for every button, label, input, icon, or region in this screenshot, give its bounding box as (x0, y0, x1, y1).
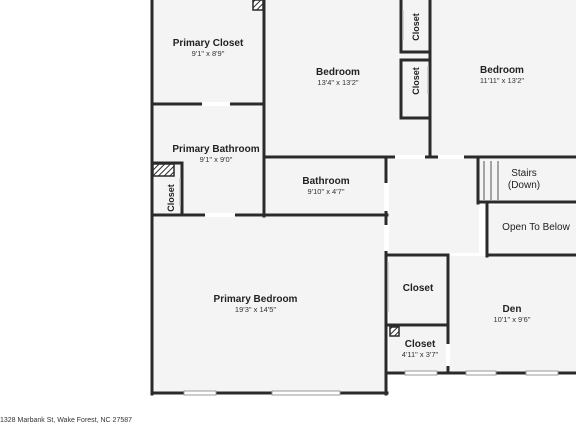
stairs-direction: (Down) (507, 179, 541, 191)
floor-bedroom-2 (430, 0, 576, 156)
label-stairs: Stairs (Down) (498, 168, 550, 191)
room-dimensions: 9'10" x 4'7" (307, 186, 345, 196)
door-bedroom-2-hall (438, 155, 464, 159)
label-closet-small: Closet 4'11" x 3'7" (389, 339, 451, 359)
door-bedroom-hall (395, 155, 425, 159)
door-primary-bedroom-hall (384, 225, 388, 251)
label-closet-bed-mid: Closet (411, 67, 421, 95)
room-dimensions: 9'1" x 9'0" (199, 154, 233, 164)
label-primary-bathroom: Primary Bathroom 9'1" x 9'0" (153, 144, 279, 164)
windows (183, 370, 559, 396)
floor-primary-closet (153, 0, 263, 103)
label-closet-bath-vertical: Closet (166, 184, 176, 212)
floor-primary-bathroom (153, 106, 263, 214)
stair-treads (483, 161, 499, 200)
room-dimensions: 11'11" x 13'2" (479, 75, 525, 85)
label-bedroom-1: Bedroom 13'4" x 13'2" (278, 67, 398, 87)
room-dimensions: 19'3" x 14'5" (234, 304, 277, 314)
label-bathroom: Bathroom 9'10" x 4'7" (266, 176, 386, 196)
label-primary-bedroom: Primary Bedroom 19'3" x 14'5" (153, 294, 358, 314)
address-footer: 1328 Marbank St, Wake Forest, NC 27587 (0, 417, 133, 424)
door-bathroom-hall (384, 183, 388, 211)
door-closet-small (446, 344, 450, 366)
floor-closet-hall (389, 256, 447, 324)
floor-primary-bedroom (153, 217, 386, 392)
door-primary-bedroom-top (205, 213, 235, 217)
floor-den (450, 256, 576, 372)
label-den: Den 10'1" x 9'6" (452, 304, 572, 324)
hatched-chases (152, 0, 400, 337)
hatch-closet-small (389, 326, 400, 337)
room-name: Open To Below (502, 222, 570, 233)
floor-hall (389, 159, 479, 253)
room-name: Bathroom (302, 176, 350, 187)
window-den-1 (465, 370, 497, 376)
window-primary-bedroom-1 (183, 390, 217, 396)
room-dimensions: 13'4" x 13'2" (317, 77, 359, 87)
room-name: Den (502, 304, 522, 315)
room-name: Stairs (511, 168, 537, 179)
label-closet-hall: Closet (389, 283, 447, 295)
hatch-primary-bathroom (152, 163, 175, 177)
room-name: Primary Closet (172, 38, 244, 49)
window-closet-small (404, 370, 438, 376)
label-primary-closet: Primary Closet 9'1" x 8'9" (153, 38, 263, 58)
room-dimensions: 9'1" x 8'9" (191, 48, 225, 58)
room-dimensions: 10'1" x 9'6" (493, 314, 531, 324)
window-primary-bedroom-2 (271, 390, 341, 396)
floor-bathroom (266, 159, 386, 214)
label-bedroom-2: Bedroom 11'11" x 13'2" (442, 65, 562, 85)
room-name: Bedroom (480, 65, 524, 76)
room-name: Primary Bathroom (172, 144, 260, 155)
room-name: Bedroom (316, 67, 360, 78)
room-name: Closet (402, 283, 434, 294)
room-name: Primary Bedroom (213, 294, 298, 305)
label-closet-bed-top: Closet (411, 13, 421, 41)
window-den-2 (525, 370, 559, 376)
door-tracks (179, 10, 429, 312)
door-openings (202, 102, 464, 366)
room-dimensions: 4'11" x 3'7" (401, 349, 439, 359)
room-name: Closet (404, 339, 436, 350)
floor-stairs (479, 159, 576, 202)
floor-open-to-below (489, 205, 576, 253)
hatch-primary-closet (252, 0, 264, 11)
door-primary-closet (202, 102, 230, 106)
label-open-to-below: Open To Below (489, 222, 576, 234)
